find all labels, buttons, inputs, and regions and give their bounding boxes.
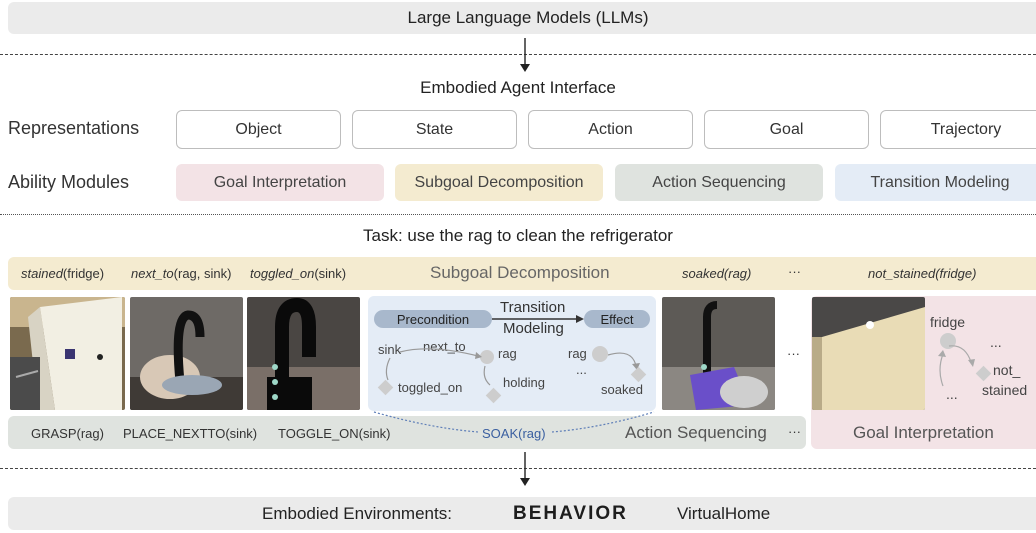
subgoal-bar (8, 257, 1036, 290)
action-soak: SOAK(rag) (482, 426, 546, 441)
goal-graph-edges (938, 345, 975, 387)
subgoal-title: Subgoal Decomposition (430, 263, 610, 282)
effect-pill: Effect (584, 310, 650, 328)
image-ellipsis: ··· (787, 346, 800, 361)
scene-image-fridge-stained (10, 297, 125, 410)
module-transition-modeling: Transition Modeling (835, 164, 1036, 201)
precondition-pill: Precondition (374, 310, 492, 328)
down-arrow-icon (520, 38, 530, 72)
llm-bar: Large Language Models (LLMs) (8, 2, 1036, 34)
node-soaked-label: soaked (601, 382, 643, 397)
rep-action: Action (528, 110, 693, 149)
action-sequencing-title: Action Sequencing (625, 423, 767, 442)
rep-state: State (352, 110, 517, 149)
node-rag2-label: rag (568, 346, 587, 361)
node-sink-label: sink (378, 342, 402, 357)
goal-dots-2: ... (946, 386, 958, 402)
graph-node (480, 350, 494, 364)
module-action-sequencing: Action Sequencing (615, 164, 823, 201)
rep-goal: Goal (704, 110, 869, 149)
subgoal-ellipsis: ··· (788, 264, 801, 279)
subgoal-stained: stained(fridge) (21, 266, 105, 281)
scene-image-faucet-on (247, 297, 360, 410)
llm-label: Large Language Models (LLMs) (407, 8, 649, 27)
soak-dotted-connector (373, 411, 655, 433)
goal-not-line2: stained (982, 382, 1028, 398)
down-arrow-icon (520, 452, 530, 486)
scene-image-soak-rag (662, 297, 775, 410)
subgoal-next-to: next_to(rag, sink) (131, 266, 232, 281)
action-sequencing-bar (8, 416, 806, 449)
edge-next-to-label: next_to (423, 339, 466, 354)
graph-node (940, 333, 956, 349)
transition-dots: ... (576, 362, 587, 377)
environments-label: Embodied Environments: (262, 504, 452, 523)
goal-dots-1: ... (990, 334, 1002, 350)
ability-modules-label: Ability Modules (8, 172, 130, 192)
goal-interpretation-title: Goal Interpretation (853, 423, 994, 442)
transition-title-line2: Modeling (503, 320, 564, 337)
transition-title-line1: Transition (500, 299, 566, 316)
behavior-logo: BEHAVIOR (513, 503, 628, 524)
top-divider (0, 54, 1036, 55)
action-toggle-on: TOGGLE_ON(sink) (278, 426, 391, 441)
action-ellipsis: ··· (788, 424, 801, 439)
action-grasp: GRASP(rag) (31, 426, 104, 441)
middle-divider (0, 214, 1036, 215)
representations-label: Representations (8, 118, 140, 138)
node-rag1-label: rag (498, 346, 517, 361)
module-subgoal-decomposition: Subgoal Decomposition (395, 164, 603, 201)
subgoal-not-stained: not_stained(fridge) (868, 266, 977, 281)
task-label: Task: use the rag to clean the refrigera… (363, 226, 673, 245)
scene-image-fridge-clean (812, 297, 925, 410)
interface-title: Embodied Agent Interface (420, 78, 616, 97)
node-toggled-on-label: toggled_on (398, 380, 463, 395)
environments-bar (8, 497, 1036, 530)
subgoal-toggled-on: toggled_on(sink) (250, 266, 347, 281)
arrow-right-icon (492, 315, 584, 323)
action-place-nextto: PLACE_NEXTTO(sink) (123, 426, 258, 441)
scene-image-sink-faucet (130, 297, 243, 410)
transition-graph-edges (385, 348, 640, 386)
graph-node (592, 346, 608, 362)
rep-trajectory: Trajectory (880, 110, 1036, 149)
goal-fridge-label: fridge (930, 314, 966, 330)
edge-holding-label: holding (503, 375, 545, 390)
rep-object: Object (176, 110, 341, 149)
subgoal-soaked: soaked(rag) (682, 266, 752, 281)
bottom-divider (0, 468, 1036, 469)
goal-not-line1: not_ (993, 362, 1021, 378)
module-goal-interpretation: Goal Interpretation (176, 164, 384, 201)
virtualhome-label: VirtualHome (677, 504, 771, 523)
